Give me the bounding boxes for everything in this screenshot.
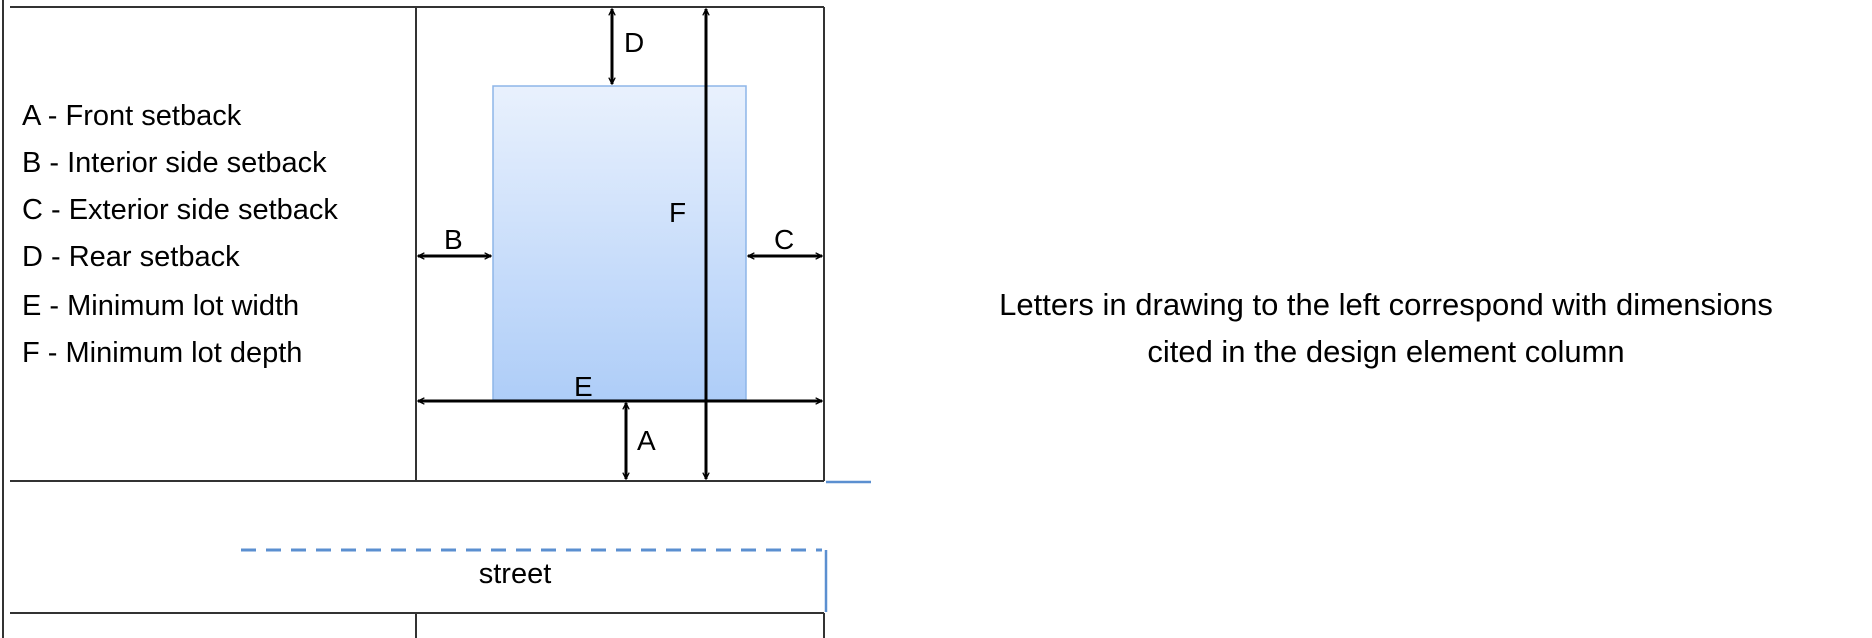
legend-item: D - Rear setback (22, 241, 240, 273)
letter-a: A (637, 425, 656, 456)
legend-item: B - Interior side setback (22, 147, 327, 179)
legend: A - Front setback B - Interior side setb… (22, 100, 338, 369)
note-line-1: Letters in drawing to the left correspon… (999, 287, 1773, 322)
note-line-2: cited in the design element column (1147, 334, 1624, 369)
letter-d: D (624, 27, 644, 58)
legend-item: A - Front setback (22, 100, 242, 132)
letter-e: E (574, 371, 593, 402)
legend-item: F - Minimum lot depth (22, 337, 302, 369)
letter-f: F (669, 197, 686, 228)
letter-b: B (444, 224, 463, 255)
legend-item: E - Minimum lot width (22, 290, 299, 322)
table-grid (2, 0, 825, 638)
street-label: street (479, 558, 552, 590)
building-footprint (492, 85, 747, 401)
legend-item: C - Exterior side setback (22, 194, 338, 226)
letter-c: C (774, 224, 794, 255)
